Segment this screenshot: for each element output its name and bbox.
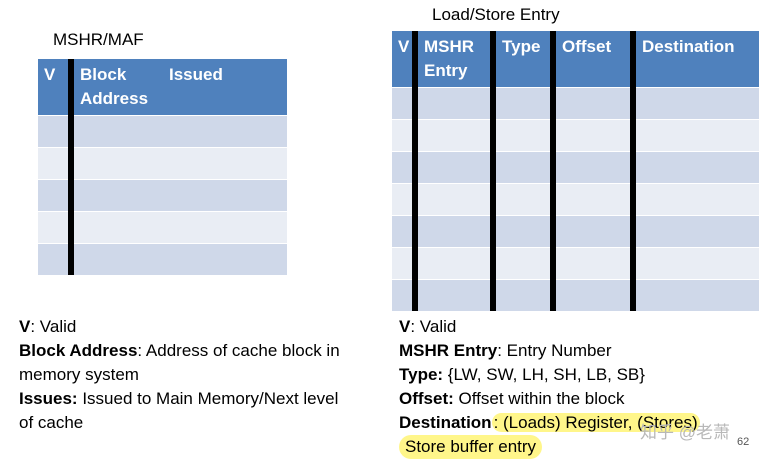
- table-cell: [553, 183, 636, 216]
- watermark: 知乎 @老萧: [640, 423, 730, 442]
- table-row: [392, 215, 759, 248]
- legend-item: MSHR Entry: Entry Number: [399, 341, 612, 360]
- table-cell: [553, 247, 636, 280]
- table-cell: [553, 215, 636, 248]
- table-row: [392, 119, 759, 152]
- load-store-legend: V: Valid MSHR Entry: Entry Number Type: …: [399, 315, 769, 459]
- table-cell: [38, 211, 74, 244]
- table-cell: [71, 179, 163, 212]
- table-cell: [415, 119, 496, 152]
- legend-item: Block Address: Address of cache block in…: [19, 341, 340, 384]
- mshr-table-body: [38, 115, 287, 275]
- table-cell: [163, 211, 287, 244]
- table-cell: [163, 115, 287, 148]
- table-cell: [633, 247, 759, 280]
- table-cell: [392, 215, 418, 248]
- mshr-table: V Block Address Issued: [38, 59, 287, 275]
- table-row: [392, 247, 759, 280]
- legend-item: Offset: Offset within the block: [399, 389, 625, 408]
- table-row: [38, 179, 287, 212]
- column-header-v: V: [392, 31, 418, 88]
- column-header-block-address: Block Address: [71, 59, 163, 116]
- table-row: [38, 115, 287, 148]
- table-cell: [38, 147, 74, 180]
- column-header-mshr-entry: MSHR Entry: [415, 31, 496, 88]
- table-cell: [71, 211, 163, 244]
- legend-item: Issues: Issued to Main Memory/Next level…: [19, 389, 339, 432]
- table-cell: [71, 147, 163, 180]
- load-store-table: V MSHR Entry Type Offset Destination: [392, 31, 759, 311]
- table-cell: [415, 87, 496, 120]
- legend-item: Type: {LW, SW, LH, SH, LB, SB}: [399, 365, 645, 384]
- table-cell: [415, 247, 496, 280]
- table-cell: [392, 279, 418, 311]
- highlighted-text: : (Loads) Register, (Stores): [491, 413, 700, 432]
- table-cell: [392, 183, 418, 216]
- table-row: [38, 147, 287, 180]
- table-cell: [493, 247, 556, 280]
- table-cell: [633, 215, 759, 248]
- table-cell: [392, 119, 418, 152]
- legend-item: V: Valid: [19, 317, 77, 336]
- page-number: 62: [737, 436, 750, 448]
- column-header-v: V: [38, 59, 74, 116]
- table-cell: [493, 151, 556, 184]
- table-row: [38, 243, 287, 275]
- table-cell: [38, 115, 74, 148]
- table-cell: [163, 179, 287, 212]
- highlighted-text: Store buffer entry: [399, 435, 543, 459]
- table-cell: [415, 279, 496, 311]
- table-cell: [633, 151, 759, 184]
- table-cell: [633, 183, 759, 216]
- table-cell: [633, 87, 759, 120]
- table-cell: [633, 279, 759, 311]
- table-cell: [392, 247, 418, 280]
- table-row: [392, 279, 759, 311]
- table-cell: [38, 179, 74, 212]
- mshr-table-caption: MSHR/MAF: [53, 30, 144, 49]
- table-cell: [493, 215, 556, 248]
- table-cell: [392, 87, 418, 120]
- table-cell: [163, 147, 287, 180]
- column-header-offset: Offset: [553, 31, 636, 88]
- table-cell: [553, 151, 636, 184]
- table-cell: [553, 119, 636, 152]
- table-cell: [493, 87, 556, 120]
- table-cell: [553, 279, 636, 311]
- table-row: [392, 87, 759, 120]
- table-cell: [633, 119, 759, 152]
- table-cell: [71, 115, 163, 148]
- table-cell: [71, 243, 163, 275]
- column-header-type: Type: [493, 31, 556, 88]
- table-cell: [415, 215, 496, 248]
- legend-item: Destination: (Loads) Register, (Stores): [399, 413, 700, 432]
- table-cell: [415, 183, 496, 216]
- column-header-issued: Issued: [163, 59, 287, 116]
- table-row: [392, 183, 759, 216]
- table-cell: [493, 183, 556, 216]
- column-header-destination: Destination: [633, 31, 759, 88]
- table-row: [38, 211, 287, 244]
- table-cell: [392, 151, 418, 184]
- table-cell: [415, 151, 496, 184]
- legend-item: Store buffer entry: [399, 435, 769, 459]
- table-cell: [553, 87, 636, 120]
- table-cell: [38, 243, 74, 275]
- table-cell: [163, 243, 287, 275]
- table-cell: [493, 279, 556, 311]
- mshr-legend: V: Valid Block Address: Address of cache…: [19, 315, 349, 435]
- legend-item: V: Valid: [399, 317, 457, 336]
- table-cell: [493, 119, 556, 152]
- load-store-table-body: [392, 87, 759, 311]
- load-store-table-caption: Load/Store Entry: [432, 5, 560, 24]
- table-row: [392, 151, 759, 184]
